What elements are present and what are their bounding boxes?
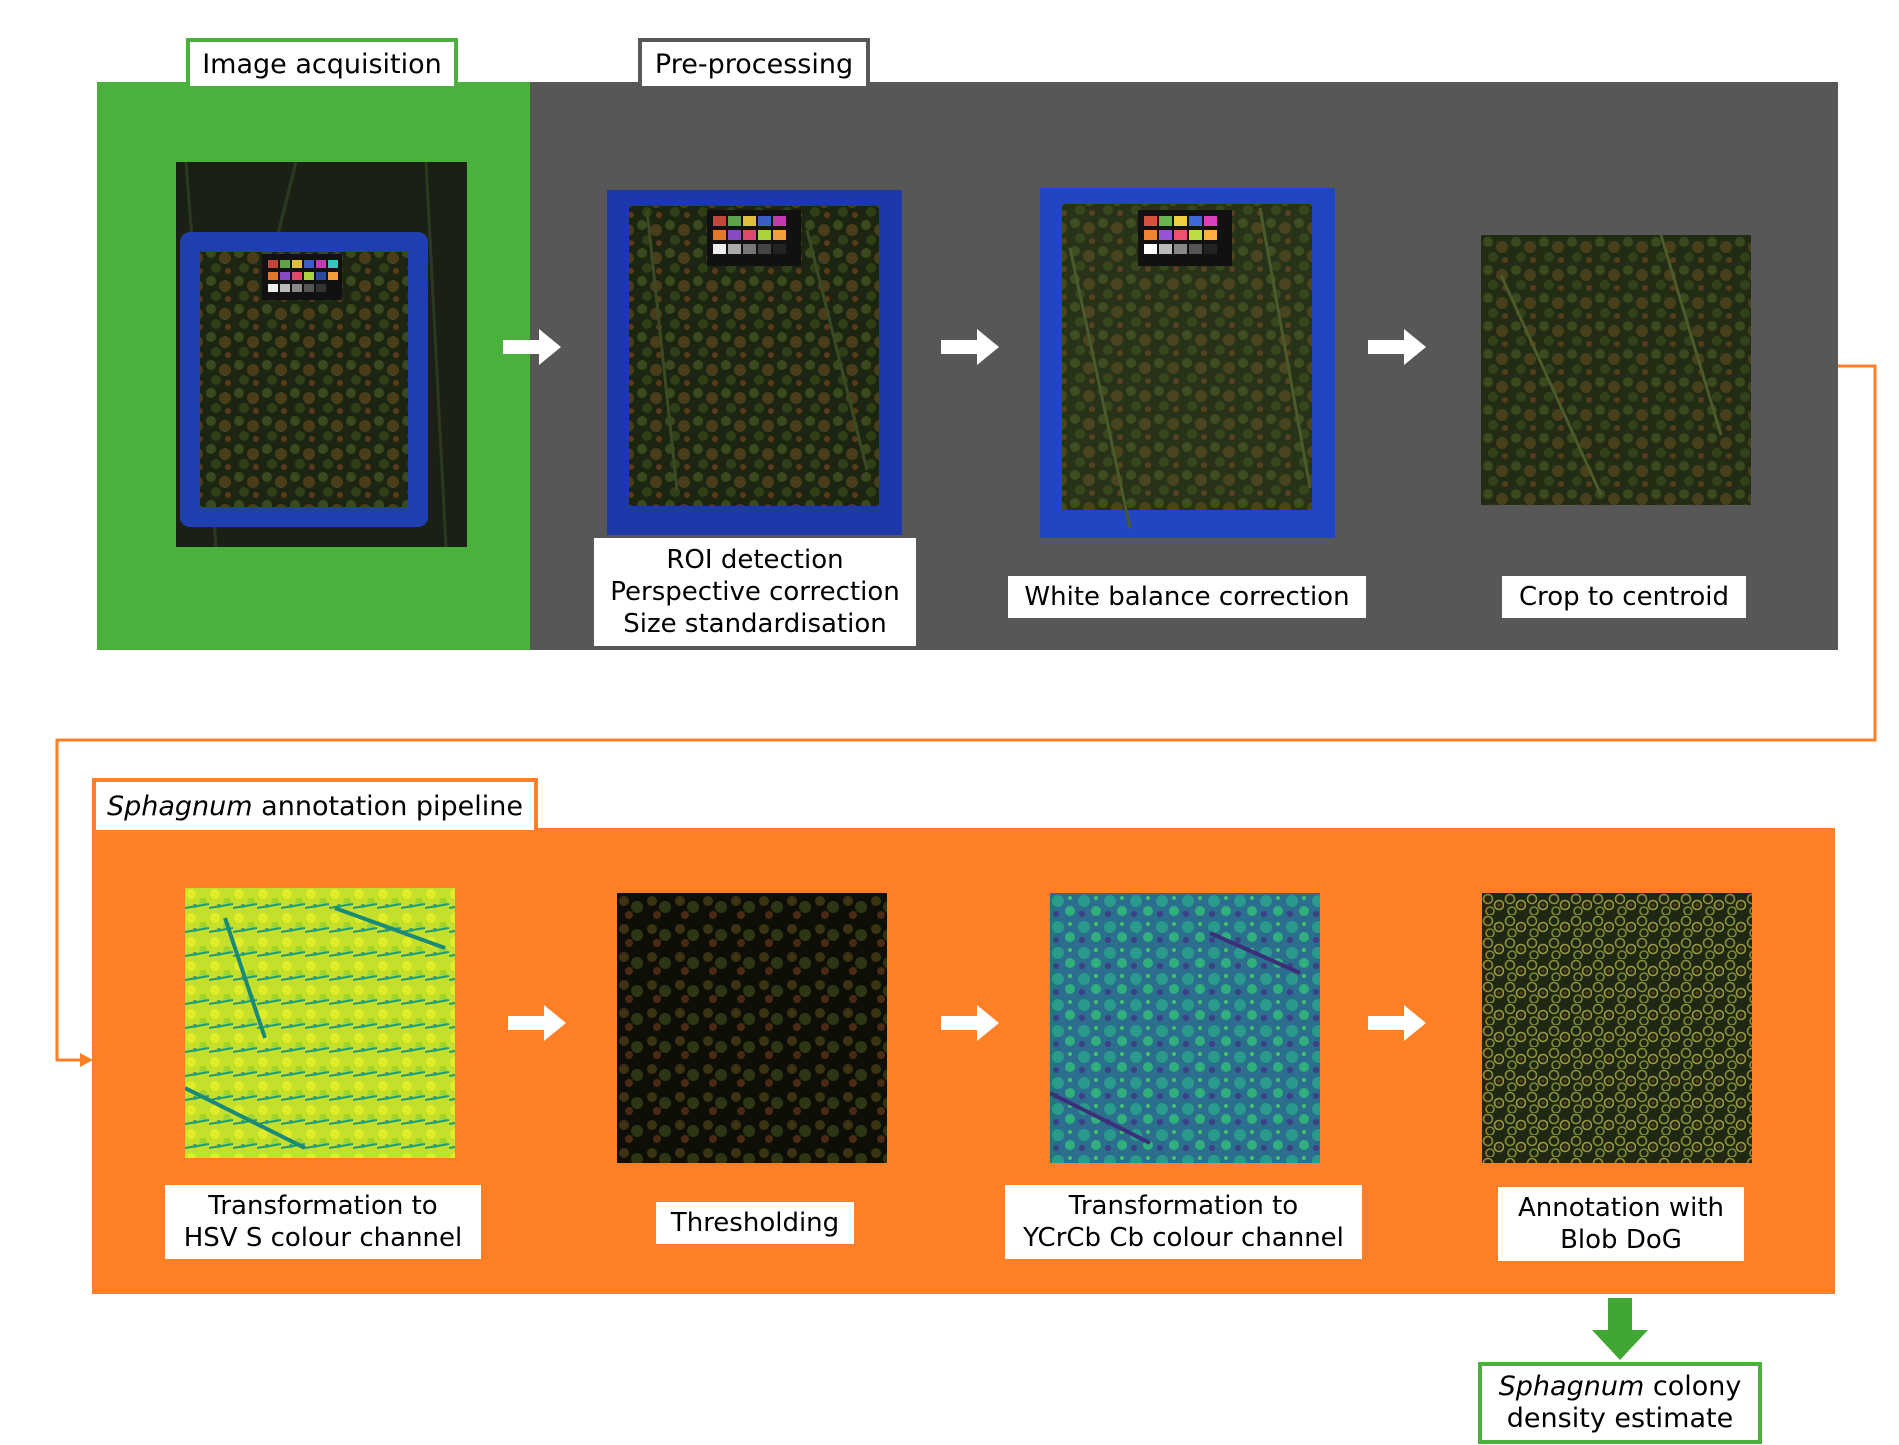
right-arrow-icon <box>1368 329 1426 365</box>
preprocessing-title-text: Pre-processing <box>654 48 854 80</box>
down-arrow-icon <box>1592 1298 1648 1360</box>
roi-photo <box>607 190 902 535</box>
output-line-2: density estimate <box>1506 1403 1734 1434</box>
output-line-1: Sphagnum colony <box>1499 1371 1742 1403</box>
threshold-label-text: Thresholding <box>670 1208 840 1238</box>
white-balance-photo <box>1040 188 1335 538</box>
right-arrow-icon <box>1368 1005 1426 1041</box>
blob-label: Annotation with Blob DoG <box>1498 1187 1744 1261</box>
hsv-photo <box>185 888 455 1158</box>
threshold-label: Thresholding <box>656 1202 854 1244</box>
right-arrow-icon <box>508 1005 566 1041</box>
pipeline-title-rest: annotation pipeline <box>252 790 524 822</box>
roi-label-line-3: Size standardisation <box>623 609 887 639</box>
right-arrow-icon <box>503 329 561 365</box>
crop-label: Crop to centroid <box>1502 576 1746 618</box>
acquisition-title-text: Image acquisition <box>202 48 442 80</box>
pipeline-title-italic: Sphagnum <box>106 790 253 822</box>
output-italic: Sphagnum <box>1498 1371 1645 1402</box>
right-arrow-icon <box>941 1005 999 1041</box>
blob-label-line-2: Blob DoG <box>1560 1225 1682 1255</box>
acquisition-photo <box>176 162 467 547</box>
hsv-label-line-2: HSV S colour channel <box>183 1223 463 1253</box>
blob-label-line-1: Annotation with <box>1517 1193 1724 1223</box>
output-rest: colony <box>1644 1371 1742 1402</box>
right-arrow-icon <box>941 329 999 365</box>
ycrcb-label: Transformation to YCrCb Cb colour channe… <box>1005 1185 1362 1259</box>
threshold-photo <box>617 893 887 1163</box>
roi-label-line-1: ROI detection <box>666 545 844 575</box>
white-balance-label-text: White balance correction <box>1024 582 1350 612</box>
output-box: Sphagnum colony density estimate <box>1478 1362 1762 1444</box>
ycrcb-label-line-2: YCrCb Cb colour channel <box>1023 1223 1344 1253</box>
preprocessing-title: Pre-processing <box>638 38 870 86</box>
roi-label: ROI detection Perspective correction Siz… <box>594 538 916 646</box>
ycrcb-label-line-1: Transformation to <box>1068 1191 1299 1221</box>
crop-label-text: Crop to centroid <box>1518 582 1730 612</box>
blob-photo <box>1482 893 1752 1163</box>
roi-label-line-2: Perspective correction <box>610 577 900 607</box>
hsv-label-line-1: Transformation to <box>208 1191 438 1221</box>
acquisition-title: Image acquisition <box>186 38 458 86</box>
white-balance-label: White balance correction <box>1008 576 1366 618</box>
pipeline-title: Sphagnum annotation pipeline <box>92 778 538 830</box>
hsv-label: Transformation to HSV S colour channel <box>165 1185 481 1259</box>
crop-photo <box>1481 235 1751 505</box>
ycrcb-photo <box>1050 893 1320 1163</box>
